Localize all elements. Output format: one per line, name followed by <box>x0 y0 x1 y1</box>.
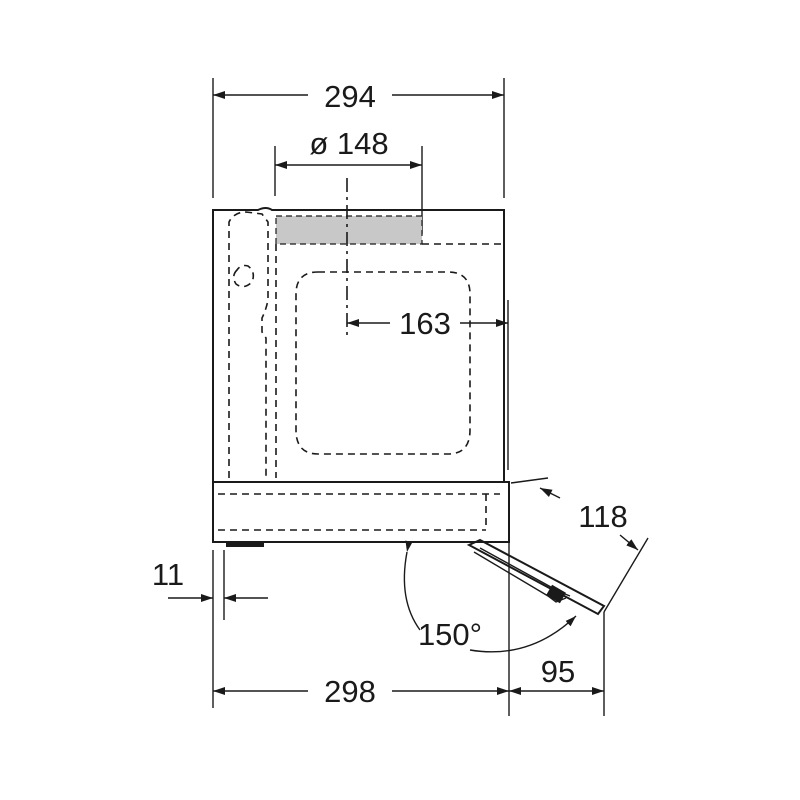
foot <box>226 542 264 547</box>
dim-door-thickness: 118 <box>578 499 627 534</box>
dimension-lines <box>168 91 639 695</box>
dim-width-top: 294 <box>324 79 376 114</box>
dim-duct-diameter: ø 148 <box>309 126 388 161</box>
door-panel <box>466 538 606 616</box>
dim-angle: 150° <box>418 617 482 652</box>
dim-duct-offset: 163 <box>399 306 451 341</box>
dim-panel-offset: 11 <box>152 557 184 592</box>
dimension-labels: 294 ø 148 163 118 11 150° 298 95 <box>152 79 628 709</box>
appliance-body <box>212 207 510 547</box>
duct-opening <box>275 215 423 245</box>
dim-door-projection: 95 <box>541 654 575 689</box>
extension-lines <box>212 78 649 716</box>
hidden-lines <box>218 211 504 531</box>
dim-depth-bottom: 298 <box>324 674 376 709</box>
